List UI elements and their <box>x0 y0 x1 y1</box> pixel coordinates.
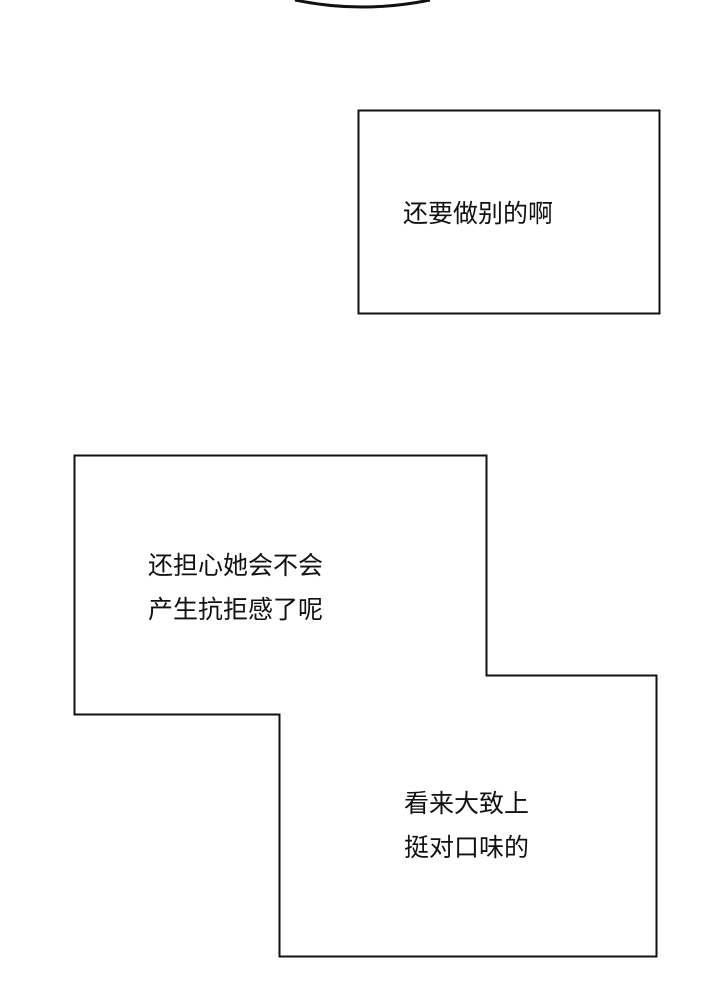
caption-box-1: 还要做别的啊 <box>403 192 553 236</box>
caption-box-2-3-border <box>73 454 658 958</box>
speech-bubble-edge <box>294 0 431 9</box>
caption-line: 还担心她会不会 <box>148 551 324 580</box>
caption-line: 看来大致上 <box>404 789 530 818</box>
caption-box-2: 还担心她会不会 产生抗拒感了呢 <box>148 544 323 632</box>
caption-line: 还要做别的啊 <box>403 199 554 228</box>
caption-box-3: 看来大致上 挺对口味的 <box>404 782 529 870</box>
caption-box-1-border <box>357 109 661 315</box>
caption-line: 挺对口味的 <box>404 833 530 862</box>
caption-line: 产生抗拒感了呢 <box>148 595 324 624</box>
